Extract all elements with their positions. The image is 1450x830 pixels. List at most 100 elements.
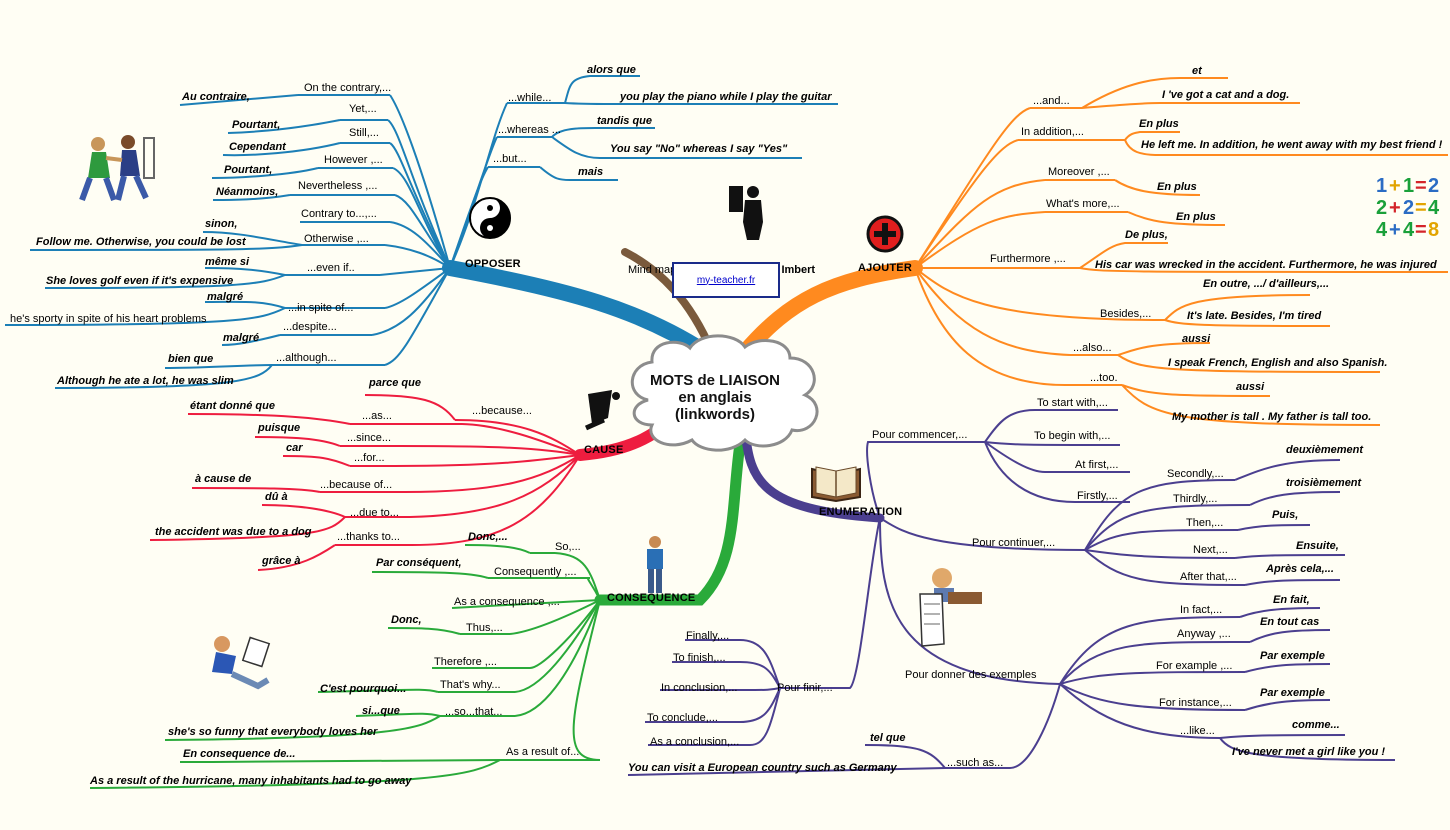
node-thus: Thus,...: [466, 622, 503, 634]
node-besides: Besides,...: [1100, 308, 1152, 320]
node-en-consequence: En consequence de...: [183, 748, 296, 760]
node-parce-que: parce que: [369, 377, 421, 389]
node-anyway: Anyway ,...: [1177, 628, 1231, 640]
node-firstly: Firstly,...: [1077, 490, 1118, 502]
node-to-start-with: To start with,...: [1037, 397, 1108, 409]
node-while: ...while...: [508, 92, 552, 104]
node-pour-continuer: Pour continuer,...: [972, 537, 1056, 549]
node-girl-example: I've never met a girl like you !: [1232, 746, 1386, 758]
branch-title-enumeration: ENUMERATION: [819, 506, 903, 518]
desk-writer-icon: [919, 568, 982, 647]
node-finally: Finally,...: [686, 630, 730, 642]
central-title-line1: MOTS de LIAISON: [649, 372, 780, 389]
node-aussi-2: aussi: [1236, 381, 1265, 393]
node-car-example: His car was wrecked in the accident. Fur…: [1095, 259, 1437, 271]
node-malgre-2: malgré: [223, 332, 260, 344]
node-troisiemement: troisièmement: [1286, 477, 1362, 489]
node-etant-donne-que: étant donné que: [190, 400, 275, 412]
node-to-finish: To finish,...: [673, 652, 726, 664]
node-so: So,...: [555, 541, 581, 553]
svg-text:+: +: [1389, 197, 1401, 219]
site-link[interactable]: my-teacher.fr: [696, 274, 756, 286]
node-as-a-consequence: As a consequence ,...: [454, 596, 560, 608]
node-cat-example: I 've got a cat and a dog.: [1162, 89, 1290, 101]
node-because: ...because...: [472, 405, 532, 417]
node-so-that: ...so...that...: [445, 706, 503, 718]
yin-yang-icon: [469, 197, 511, 239]
node-et: et: [1192, 65, 1202, 77]
node-at-first: At first,...: [1075, 459, 1119, 471]
node-en-outre: En outre, .../ d'ailleurs,...: [1203, 278, 1330, 290]
boy-standing-icon: [647, 536, 663, 593]
node-golf-example: She loves golf even if it's expensive: [46, 275, 234, 287]
node-germany-example: You can visit a European country such as…: [628, 762, 897, 774]
node-in-spite-of: ...in spite of...: [288, 302, 354, 314]
branch-title-ajouter: AJOUTER: [858, 262, 912, 274]
node-to-begin-with: To begin with,...: [1034, 430, 1111, 442]
node-en-plus-1: En plus: [1139, 118, 1179, 130]
node-puisque: puisque: [258, 422, 301, 434]
node-for: ...for...: [354, 452, 385, 464]
svg-text:2: 2: [1376, 197, 1387, 219]
node-french-example: I speak French, English and also Spanish…: [1168, 357, 1388, 369]
node-mother-example: My mother is tall . My father is tall to…: [1172, 411, 1372, 423]
node-since: ...since...: [347, 432, 392, 444]
branch-title-cause: CAUSE: [584, 444, 624, 456]
node-mais: mais: [578, 166, 604, 178]
node-in-addition: In addition,...: [1021, 126, 1084, 138]
node-si-que: si...que: [362, 705, 400, 717]
node-secondly: Secondly,...: [1167, 468, 1224, 480]
node-follow-example: Follow me. Otherwise, you could be lost: [36, 236, 246, 248]
svg-text:+: +: [1389, 175, 1401, 197]
node-cest-pourquoi: C'est pourquoi...: [320, 683, 407, 695]
node-en-plus-2: En plus: [1157, 181, 1197, 193]
node-after-that: After that,...: [1180, 571, 1237, 583]
node-because-of: ...because of...: [320, 479, 393, 491]
node-no-yes-example: You say "No" whereas I say "Yes": [610, 143, 788, 155]
central-cloud: [630, 334, 819, 452]
node-to-conclude: To conclude,...: [647, 712, 718, 724]
node-otherwise: Otherwise ,...: [304, 233, 369, 245]
node-donc-1: Donc,...: [468, 531, 508, 543]
node-as: ...as...: [362, 410, 392, 422]
node-too: ...too.: [1090, 372, 1118, 384]
node-a-cause-de: à cause de: [195, 473, 252, 485]
node-and: ...and...: [1033, 95, 1070, 107]
node-yet: Yet,...: [349, 103, 377, 115]
math-sums-icon: 1 + 1 = 2 2 + 2 = 4 4 + 4 = 8: [1372, 170, 1446, 240]
node-but: ...but...: [493, 153, 527, 165]
central-title-line2: en anglais: [678, 389, 752, 406]
node-de-plus: De plus,: [1125, 229, 1168, 241]
central-title-line3: (linkwords): [674, 406, 755, 423]
node-alors-que: alors que: [587, 64, 636, 76]
svg-text:+: +: [1389, 219, 1401, 240]
node-whereas: ...whereas ...: [498, 124, 561, 136]
node-furthermore: Furthermore ,...: [990, 253, 1066, 265]
plus-icon: [866, 215, 904, 253]
node-par-consequent: Par conséquent,: [376, 557, 462, 569]
node-ensuite: Ensuite,: [1296, 540, 1339, 552]
node-even-if: ...even if..: [307, 262, 355, 274]
node-donc-2: Donc,: [391, 614, 422, 626]
node-although: ...although...: [276, 352, 337, 364]
svg-text:2: 2: [1403, 197, 1414, 219]
node-pourtant-2: Pourtant,: [224, 164, 273, 176]
site-link-box[interactable]: my-teacher.fr: [672, 262, 780, 298]
node-whats-more: What's more,...: [1046, 198, 1120, 210]
node-tandis-que: tandis que: [597, 115, 653, 127]
svg-text:2: 2: [1428, 175, 1439, 197]
fighting-people-icon: [79, 135, 155, 202]
node-au-contraire: Au contraire,: [182, 91, 250, 103]
node-then: Then,...: [1186, 517, 1224, 529]
node-neanmoins: Néanmoins,: [216, 186, 279, 198]
node-sinon: sinon,: [205, 218, 238, 230]
node-however: However ,...: [324, 154, 383, 166]
node-on-the-contrary: On the contrary,...: [304, 82, 392, 94]
svg-text:4: 4: [1428, 197, 1440, 219]
node-pour-finir: Pour finir,...: [777, 682, 833, 694]
node-grace-a: grâce à: [262, 555, 301, 567]
node-piano-example: you play the piano while I play the guit…: [620, 91, 832, 103]
node-thanks-to: ...thanks to...: [337, 531, 400, 543]
node-contrary-to: Contrary to...,...: [301, 208, 377, 220]
